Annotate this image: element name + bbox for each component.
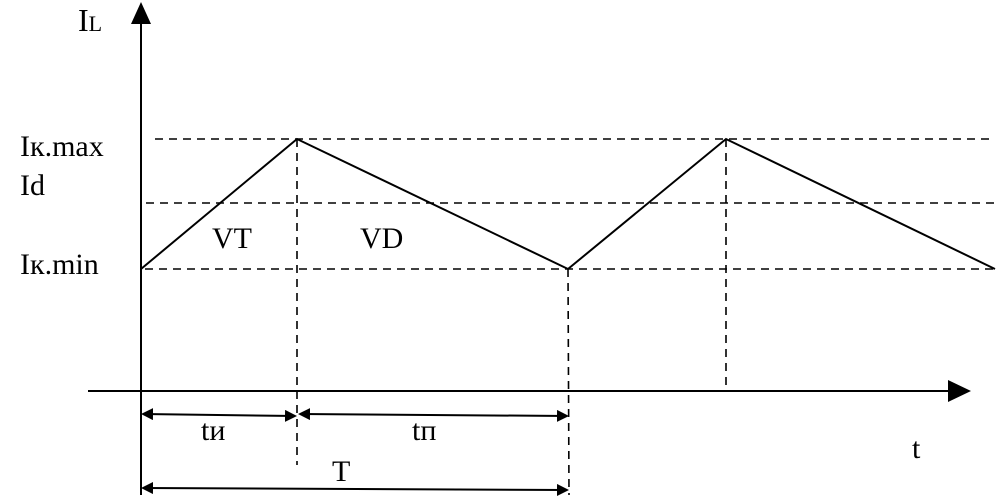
- svg-text:IL: IL: [78, 2, 102, 38]
- id-label: Id: [20, 169, 45, 202]
- current-waveform: [140, 137, 996, 271]
- x-axis-label: t: [912, 432, 921, 465]
- period-end-line: [567, 268, 570, 496]
- period-arrow: [141, 482, 569, 496]
- period-label: T: [332, 455, 350, 488]
- y-axis-label-subscript: L: [89, 11, 102, 36]
- t-off-label: tп: [412, 414, 436, 447]
- y-axis-label: I: [78, 2, 89, 38]
- t-off-arrow: [298, 408, 569, 422]
- imax-label: Iк.max: [20, 130, 104, 163]
- x-axis-arrowhead: [948, 380, 971, 402]
- diode-label: VD: [360, 222, 403, 255]
- transistor-label: VT: [212, 222, 252, 255]
- imin-label: Iк.min: [20, 248, 99, 281]
- t-on-label: tи: [201, 414, 225, 447]
- y-axis-arrowhead: [131, 2, 151, 24]
- t-on-arrow: [141, 408, 297, 422]
